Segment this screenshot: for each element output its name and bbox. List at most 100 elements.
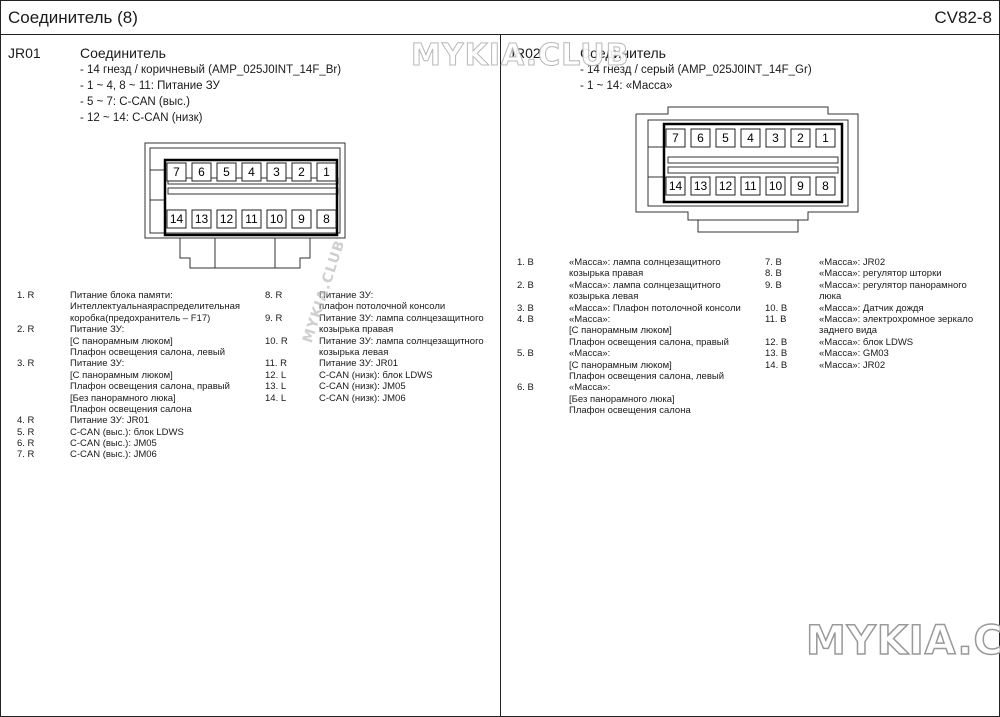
pin-row: 12. B «Масса»: блок LDWS [765, 337, 995, 348]
pin-cell [291, 209, 312, 229]
spec-line: - 14 гнезд / коричневый (AMP_025J0INT_14… [80, 64, 342, 76]
pin-cell [665, 128, 686, 148]
pin-number: 11 [245, 212, 258, 226]
pin-description: Питание блока памяти: [70, 290, 173, 301]
pin-row: 4. B«Масса»: [517, 314, 767, 325]
pin-cell [715, 128, 736, 148]
pin-row: 10. B«Масса»: Датчик дождя [765, 303, 995, 314]
pin-number: 1 [323, 165, 330, 179]
left-connector-id: JR01 [8, 45, 41, 61]
pin-number: 10 [270, 212, 284, 226]
pin-label: 2. R [17, 324, 35, 336]
pin-row: козырька левая [517, 291, 767, 302]
pin-row: 9. B«Масса»: регулятор панорамного [765, 280, 995, 291]
pin-row: 6. B«Масса»: [517, 382, 767, 393]
pin-number: 3 [273, 165, 280, 179]
spec-line: - 1 ~ 4, 8 ~ 11: Питание ЗУ [80, 80, 220, 92]
pin-cell [291, 162, 312, 182]
pin-cell [790, 128, 811, 148]
pin-row: 8. B«Масса»: регулятор шторки [765, 268, 995, 279]
pin-description: козырька левая [319, 346, 389, 358]
pin-description: «Масса»: GM03 [819, 348, 889, 360]
pin-description: заднего вида [819, 325, 878, 337]
pin-row: козырька левая [265, 347, 495, 358]
pin-number: 7 [173, 165, 180, 179]
pin-description: «Масса»: блок LDWS [819, 336, 914, 348]
pin-description: плафон потолочной консоли [319, 301, 446, 313]
pin-number: 6 [697, 131, 704, 145]
pin-number: 5 [223, 165, 230, 179]
pin-row: Плафон освещения салона, правый [17, 381, 267, 392]
pin-number: 12 [220, 212, 234, 226]
pin-label: 1. B [517, 257, 534, 268]
pin-label: 4. R [17, 415, 35, 427]
pin-row: Плафон освещения салона, правый [517, 337, 767, 348]
pin-description: Питание ЗУ: [70, 324, 125, 336]
pin-row: 3. B «Масса»: Плафон потолочной консоли [517, 303, 767, 314]
pin-row: [С панорамным люком] [517, 325, 767, 336]
header-bar: Соединитель (8) CV82-8 [0, 0, 1000, 35]
pin-description: «Масса»: JR02 [819, 359, 886, 371]
pin-description: Плафон освещения салона, правый [569, 336, 729, 348]
pin-number: 2 [298, 165, 305, 179]
pin-description: Плафон освещения салона [569, 405, 691, 417]
pin-label: 12. B [765, 336, 788, 348]
pin-description: [С панорамным люком] [569, 359, 672, 371]
pin-label: 7. R [17, 449, 35, 461]
pin-number: 9 [298, 212, 305, 226]
pin-number: 6 [198, 165, 205, 179]
pin-label: 10. R [265, 335, 288, 347]
pin-description: «Масса»: лампа солнцезащитного [569, 279, 721, 291]
pin-label: 14. L [265, 392, 287, 404]
pin-row: [Без панорамного люка] [517, 394, 767, 405]
pin-description: Интеллектуальнаяраспределительная [70, 301, 241, 313]
pin-description: люка [819, 291, 842, 303]
pin-description: «Масса»: Плафон потолочной консоли [569, 302, 741, 314]
pin-label: 11. R [265, 358, 288, 370]
pin-cell [765, 128, 786, 148]
pin-cell [690, 176, 711, 196]
pin-description: Питание ЗУ: [70, 358, 125, 370]
pin-row: козырька правая [265, 324, 495, 335]
pin-label: 3. B [517, 302, 534, 314]
pin-cell [740, 128, 761, 148]
pin-row: Интеллектуальнаяраспределительная [17, 301, 267, 312]
pin-row: 1. B«Масса»: лампа солнцезащитного [517, 257, 767, 268]
pin-number: 9 [797, 179, 804, 193]
pin-cell [241, 162, 262, 182]
pin-description: Плафон освещения салона, левый [569, 370, 725, 382]
pin-row: 2. R Питание ЗУ: [17, 324, 267, 335]
pin-row: коробка(предохранитель – F17) [17, 313, 267, 324]
page-title: Соединитель (8) [8, 8, 138, 27]
page-code: CV82-8 [934, 8, 992, 27]
pin-number: 11 [744, 179, 757, 193]
pin-description: Питание ЗУ: JR01 [70, 415, 150, 427]
pin-cell [241, 209, 262, 229]
spec-line: - 1 ~ 14: «Масса» [580, 80, 673, 92]
pin-number: 14 [170, 212, 184, 226]
spec-line: - 12 ~ 14: C-CAN (низк) [80, 112, 203, 124]
pin-description: «Масса»: регулятор шторки [819, 268, 942, 280]
left-spec-list: - 14 гнезд / коричневый (AMP_025J0INT_14… [80, 62, 341, 126]
pin-number: 12 [719, 179, 733, 193]
pin-label: 13. B [765, 348, 788, 360]
spec-line: - 14 гнезд / серый (AMP_025J0INT_14F_Gr) [580, 64, 812, 76]
pin-cell [266, 209, 287, 229]
pin-row: Плафон освещения салона [17, 404, 267, 415]
pin-description: C-CAN (низк): JM05 [319, 381, 406, 393]
pin-cell [191, 209, 212, 229]
pin-description: Плафон освещения салона [70, 403, 192, 415]
pin-row: 14. B«Масса»: JR02 [765, 360, 995, 371]
pin-cell [216, 209, 237, 229]
